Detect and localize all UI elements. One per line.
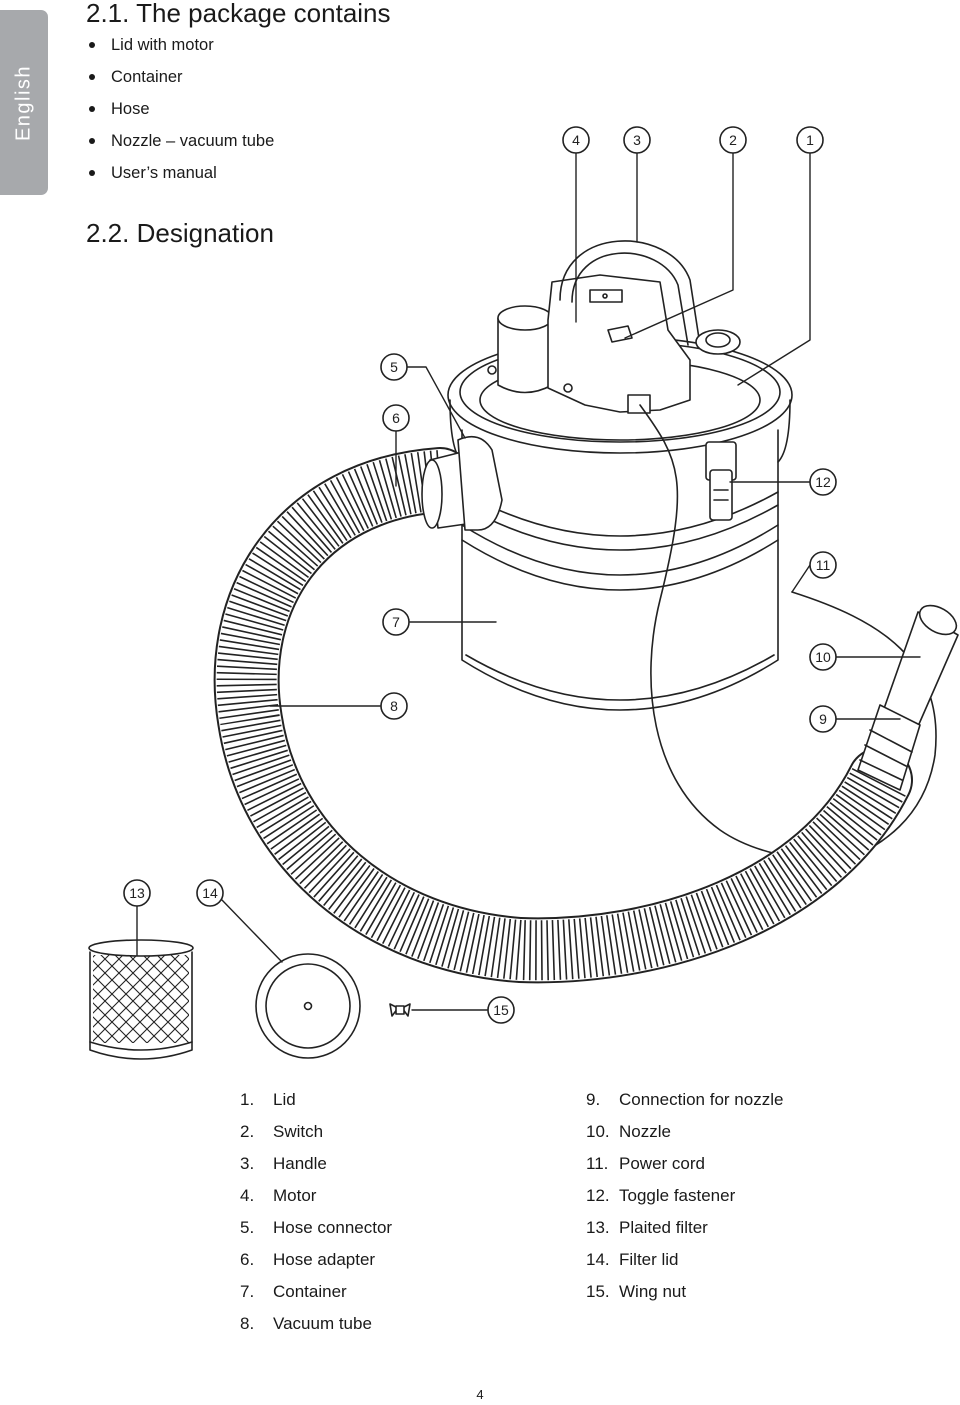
container-illustration xyxy=(461,429,779,711)
callout-1: 1 xyxy=(806,132,814,148)
legend-label: Lid xyxy=(273,1090,296,1109)
legend-item: 8. Vacuum tube xyxy=(240,1312,392,1344)
legend-label: Wing nut xyxy=(619,1282,687,1301)
callout-2: 2 xyxy=(729,132,737,148)
designation-heading: 2.2. Designation xyxy=(86,218,274,248)
legend-item: 4. Motor xyxy=(240,1184,392,1216)
legend-right-list: 9. Connection for nozzle 10. Nozzle 11. Pow… xyxy=(586,1088,783,1312)
package-item: Lid with motor xyxy=(86,32,274,64)
legend-number: 3. xyxy=(240,1154,255,1173)
legend-number: 6. xyxy=(240,1250,255,1269)
callout-15: 15 xyxy=(493,1002,509,1018)
legend-number: 15. xyxy=(586,1282,610,1301)
callout-7: 7 xyxy=(392,614,400,630)
legend-number: 12. xyxy=(586,1186,610,1205)
legend-label: Vacuum tube xyxy=(273,1314,372,1333)
legend-number: 14. xyxy=(586,1250,610,1269)
legend-number: 4. xyxy=(240,1186,255,1205)
legend-item: 12. Toggle fastener xyxy=(586,1184,783,1216)
legend-label: Hose adapter xyxy=(273,1250,376,1269)
legend-item: 9. Connection for nozzle xyxy=(586,1088,783,1120)
callout-10: 10 xyxy=(815,649,831,665)
legend-item: 15. Wing nut xyxy=(586,1280,783,1312)
callout-12: 12 xyxy=(815,474,831,490)
legend-label: Power cord xyxy=(619,1154,705,1173)
callout-14: 14 xyxy=(202,885,218,901)
legend-number: 10. xyxy=(586,1122,610,1141)
legend-item: 13. Plaited filter xyxy=(586,1216,783,1248)
callout-6: 6 xyxy=(392,410,400,426)
hose-illustration xyxy=(213,447,913,984)
legend-left-list: 1. Lid 2. Switch 3. Handle 4. Motor 5. Hose c… xyxy=(240,1088,392,1344)
callout-markers xyxy=(123,126,837,1024)
legend-item: 11. Power cord xyxy=(586,1152,783,1184)
callout-13: 13 xyxy=(129,885,145,901)
legend-label: Switch xyxy=(273,1122,324,1141)
legend-number: 7. xyxy=(240,1282,255,1301)
legend-number: 8. xyxy=(240,1314,255,1333)
legend-number: 11. xyxy=(586,1154,609,1173)
legend-label: Container xyxy=(273,1282,347,1301)
legend-label: Connection for nozzle xyxy=(619,1090,784,1109)
plaited-filter-illustration xyxy=(88,939,194,1060)
wing-nut-illustration xyxy=(389,1003,411,1017)
hose-adapter-illustration xyxy=(421,435,503,531)
legend-item: 2. Switch xyxy=(240,1120,392,1152)
legend-label: Filter lid xyxy=(619,1250,679,1269)
legend-item: 1. Lid xyxy=(240,1088,392,1120)
legend-number: 2. xyxy=(240,1122,255,1141)
legend-item: 14. Filter lid xyxy=(586,1248,783,1280)
legend-item: 5. Hose connector xyxy=(240,1216,392,1248)
package-item: Hose xyxy=(86,96,274,128)
callout-9: 9 xyxy=(819,711,827,727)
callout-4: 4 xyxy=(572,132,580,148)
legend-label: Hose connector xyxy=(273,1218,393,1237)
callout-8: 8 xyxy=(390,698,398,714)
legend-item: 6. Hose adapter xyxy=(240,1248,392,1280)
callout-5: 5 xyxy=(390,359,398,375)
package-item: Container xyxy=(86,64,274,96)
legend-label: Toggle fastener xyxy=(619,1186,736,1205)
legend-number: 1. xyxy=(240,1090,255,1109)
legend-label: Plaited filter xyxy=(619,1218,708,1237)
legend-item: 10. Nozzle xyxy=(586,1120,783,1152)
callout-11: 11 xyxy=(816,557,831,573)
legend-number: 13. xyxy=(586,1218,610,1237)
package-list: Lid with motor Container Hose Nozzle – v… xyxy=(86,32,274,192)
legend-item: 7. Container xyxy=(240,1280,392,1312)
legend-label: Handle xyxy=(273,1154,327,1173)
legend-label: Motor xyxy=(273,1186,317,1205)
language-tab: English xyxy=(0,10,48,195)
filter-lid-illustration xyxy=(255,953,361,1059)
nozzle-illustration xyxy=(857,604,959,791)
package-heading: 2.1. The package contains xyxy=(86,0,391,28)
legend-item: 3. Handle xyxy=(240,1152,392,1184)
page-number: 4 xyxy=(476,1387,484,1402)
package-item: Nozzle – vacuum tube xyxy=(86,128,274,160)
package-item: User’s manual xyxy=(86,160,274,192)
toggle-fastener-illustration xyxy=(705,441,737,521)
legend-number: 5. xyxy=(240,1218,255,1237)
callout-3: 3 xyxy=(633,132,641,148)
vacuum-diagram: 1 2 3 4 5 6 7 8 9 10 11 12 13 14 15 xyxy=(88,126,959,1060)
legend-label: Nozzle xyxy=(619,1122,671,1141)
legend-number: 9. xyxy=(586,1090,601,1109)
